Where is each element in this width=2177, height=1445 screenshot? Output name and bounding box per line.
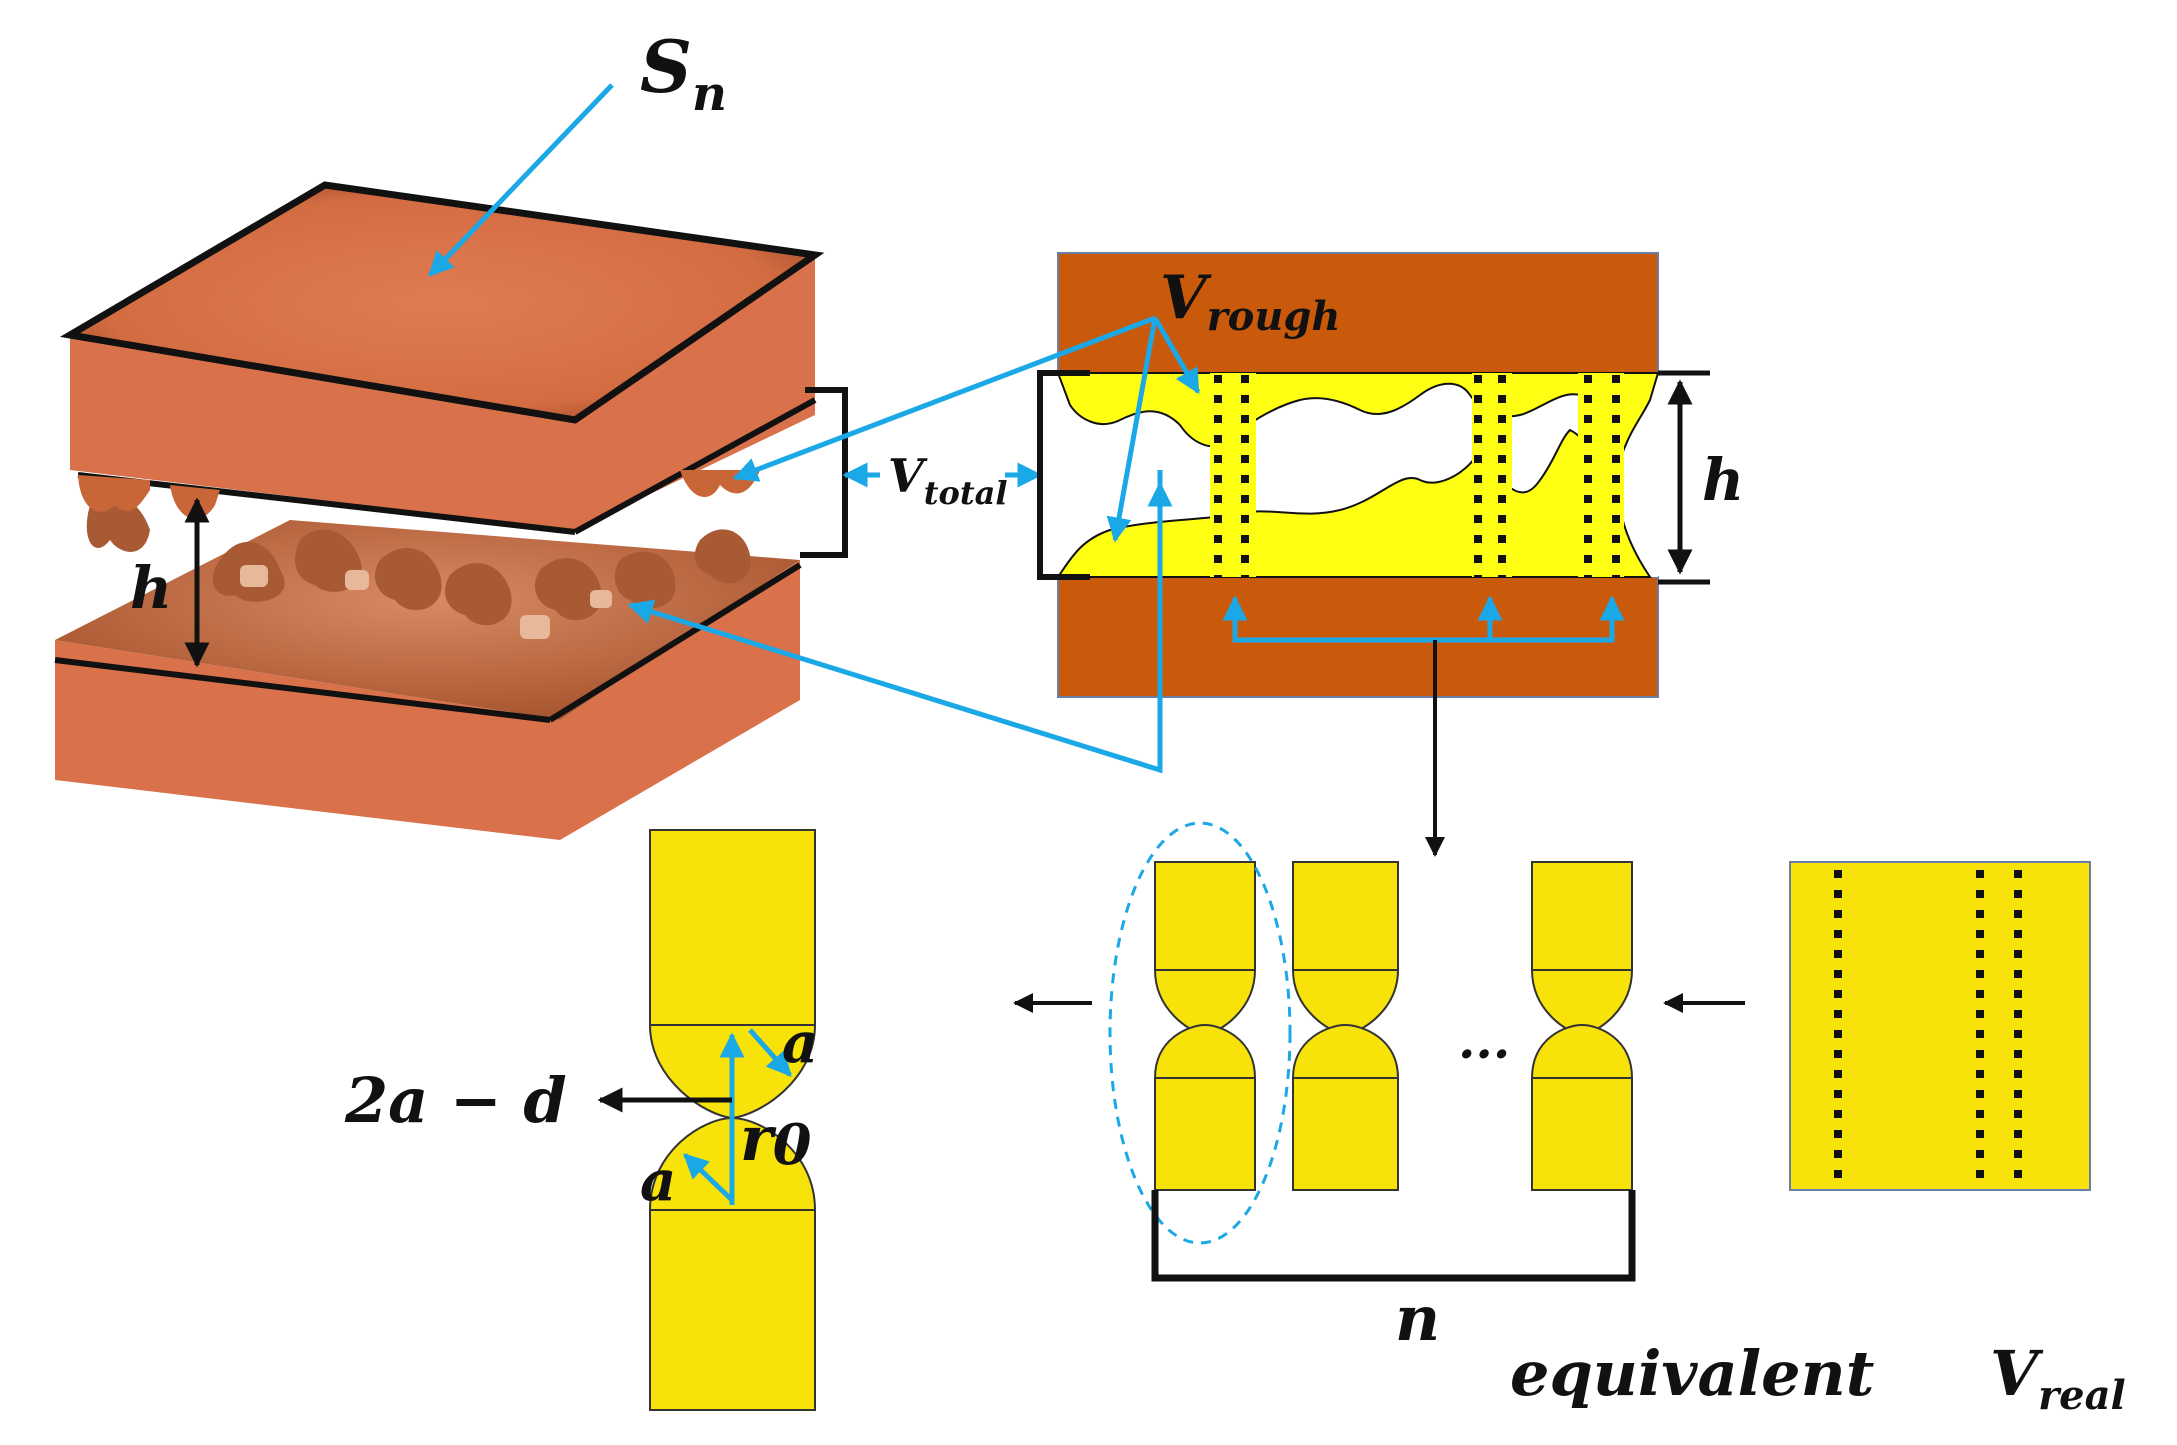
svg-text:r0: r0 (740, 1102, 812, 1178)
gap-light-particles (240, 565, 612, 639)
enlarged-pair (648, 829, 817, 1411)
r0-label-sub: 0 (773, 1112, 812, 1178)
selection-ellipse (1108, 821, 1292, 1245)
equivalent-label: equivalent (1510, 1337, 1875, 1410)
svg-text:Sn: Sn (640, 24, 727, 122)
n-label: n (1395, 1282, 1440, 1355)
lower-block-front (55, 640, 560, 840)
vrough-group: Vrough (732, 263, 1340, 543)
h-label-right: h (1702, 446, 1744, 514)
upper-block-top-face (59, 181, 825, 424)
lower-block-edge (54, 657, 551, 723)
vrough-label-sub: rough (1207, 293, 1341, 340)
cylinder-pair-2 (1291, 861, 1400, 1191)
contact-block-3d (54, 181, 825, 840)
two-a-minus-d-label: 2a − d (344, 1064, 567, 1137)
vreal-label-sub: real (2038, 1372, 2126, 1419)
a-top-label: a (782, 1010, 818, 1076)
vrough-label: V (1160, 263, 1212, 333)
enlarged-pair-annotations (683, 1028, 792, 1205)
n-bracket (1151, 1190, 1636, 1282)
upper-block-bottom-edge-side (573, 397, 817, 535)
vtotal-group: Vtotal (842, 449, 1043, 512)
sn-label-sub: n (692, 66, 727, 122)
svg-text:Vrough: Vrough (1160, 263, 1340, 340)
svg-text:Vreal: Vreal (1990, 1337, 2126, 1419)
vreal-label: V (1990, 1337, 2044, 1410)
upper-block-front (70, 335, 575, 530)
lower-block-edge-side (548, 562, 802, 723)
svg-text:Vtotal: Vtotal (888, 449, 1008, 512)
svg-text:equivalent: equivalent (1510, 1337, 1875, 1410)
gap-asperities (86, 493, 751, 626)
cylinder-pairs (1153, 861, 1634, 1191)
equivalent-block (1789, 861, 2091, 1191)
sn-label: S (640, 24, 692, 109)
upper-block-side (575, 255, 815, 530)
lower-block-side (560, 560, 800, 840)
contact-bracket-arrows (1222, 595, 1625, 643)
vtotal-label-sub: total (924, 474, 1008, 512)
ellipsis-label: ... (1458, 1011, 1510, 1070)
h-dimension-left: h (130, 497, 210, 668)
r0-label: r (740, 1102, 777, 1175)
a-bottom-label: a (640, 1148, 676, 1214)
contact-dotted-lines (1214, 375, 1620, 577)
h-label-left: h (130, 554, 172, 622)
cylinder-pair-1 (1153, 861, 1257, 1191)
sn-label-group: Sn (428, 24, 727, 277)
vtotal-label: V (888, 449, 928, 503)
cylinder-pair-n (1530, 861, 1634, 1191)
section-bracket (1037, 370, 1090, 580)
upper-block-bottom-edge (77, 472, 576, 535)
sn-pointer-arrow (428, 83, 614, 277)
upper-slab (1057, 252, 1659, 374)
lower-slab (1057, 576, 1659, 698)
